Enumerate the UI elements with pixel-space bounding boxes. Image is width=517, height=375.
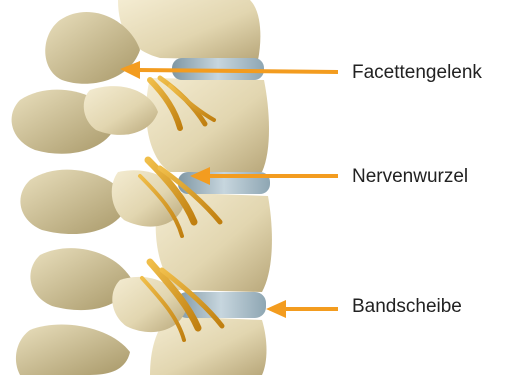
arrow-line-facet: [138, 70, 338, 72]
arrow-head-disc: [266, 300, 286, 318]
label-facet-joint: Facettengelenk: [352, 63, 482, 82]
facet-process-2: [84, 86, 158, 135]
label-disc: Bandscheibe: [352, 297, 462, 316]
spinous-process-5: [16, 325, 130, 375]
label-nerve-root: Nervenwurzel: [352, 167, 468, 186]
posterior-elements: [12, 12, 186, 375]
